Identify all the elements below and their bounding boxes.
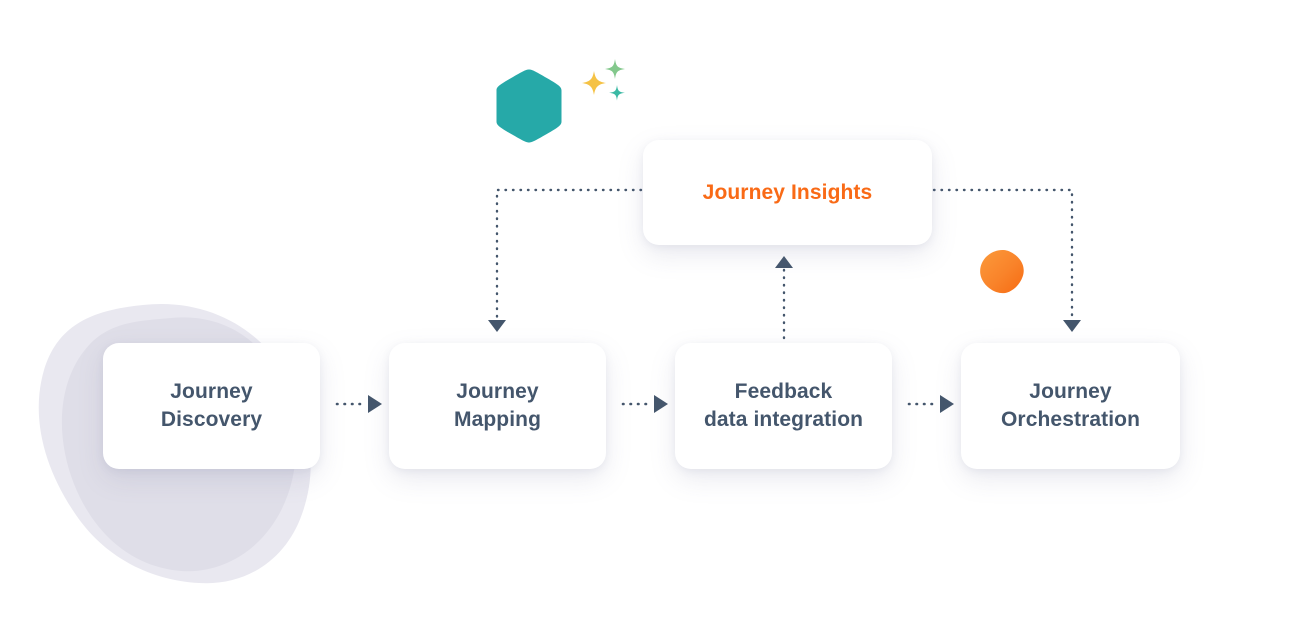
flow-card-label: Journey Mapping bbox=[453, 380, 542, 431]
flow-card-journey-orchestration[interactable]: Journey Orchestration bbox=[961, 343, 1180, 469]
sparkle-green-icon bbox=[605, 59, 625, 79]
flow-card-label: Journey Insights bbox=[702, 180, 873, 204]
teal-hexagon-decoration bbox=[496, 69, 562, 143]
connector-discovery-to-mapping bbox=[335, 395, 382, 413]
orange-blob-decoration bbox=[980, 249, 1024, 294]
connector-insights-to-mapping bbox=[488, 188, 643, 332]
connector-mapping-to-feedback bbox=[621, 395, 668, 413]
sparkle-decoration-group bbox=[582, 59, 625, 101]
connector-feedback-to-orchestration bbox=[907, 395, 954, 413]
flow-card-label: Feedback data integration bbox=[703, 380, 864, 431]
sparkle-gold-icon bbox=[582, 71, 606, 95]
connector-insights-to-orchestration bbox=[932, 188, 1081, 332]
connector-feedback-to-insights bbox=[775, 256, 793, 340]
flow-card-journey-discovery[interactable]: Journey Discovery bbox=[103, 343, 320, 469]
flow-card-feedback-data-integration[interactable]: Feedback data integration bbox=[675, 343, 892, 469]
flow-card-journey-insights[interactable]: Journey Insights bbox=[643, 140, 932, 245]
sparkle-teal-icon bbox=[609, 85, 625, 101]
flow-card-label: Journey Orchestration bbox=[1001, 380, 1140, 431]
flow-card-journey-mapping[interactable]: Journey Mapping bbox=[389, 343, 606, 469]
flow-card-label: Journey Discovery bbox=[160, 380, 263, 431]
